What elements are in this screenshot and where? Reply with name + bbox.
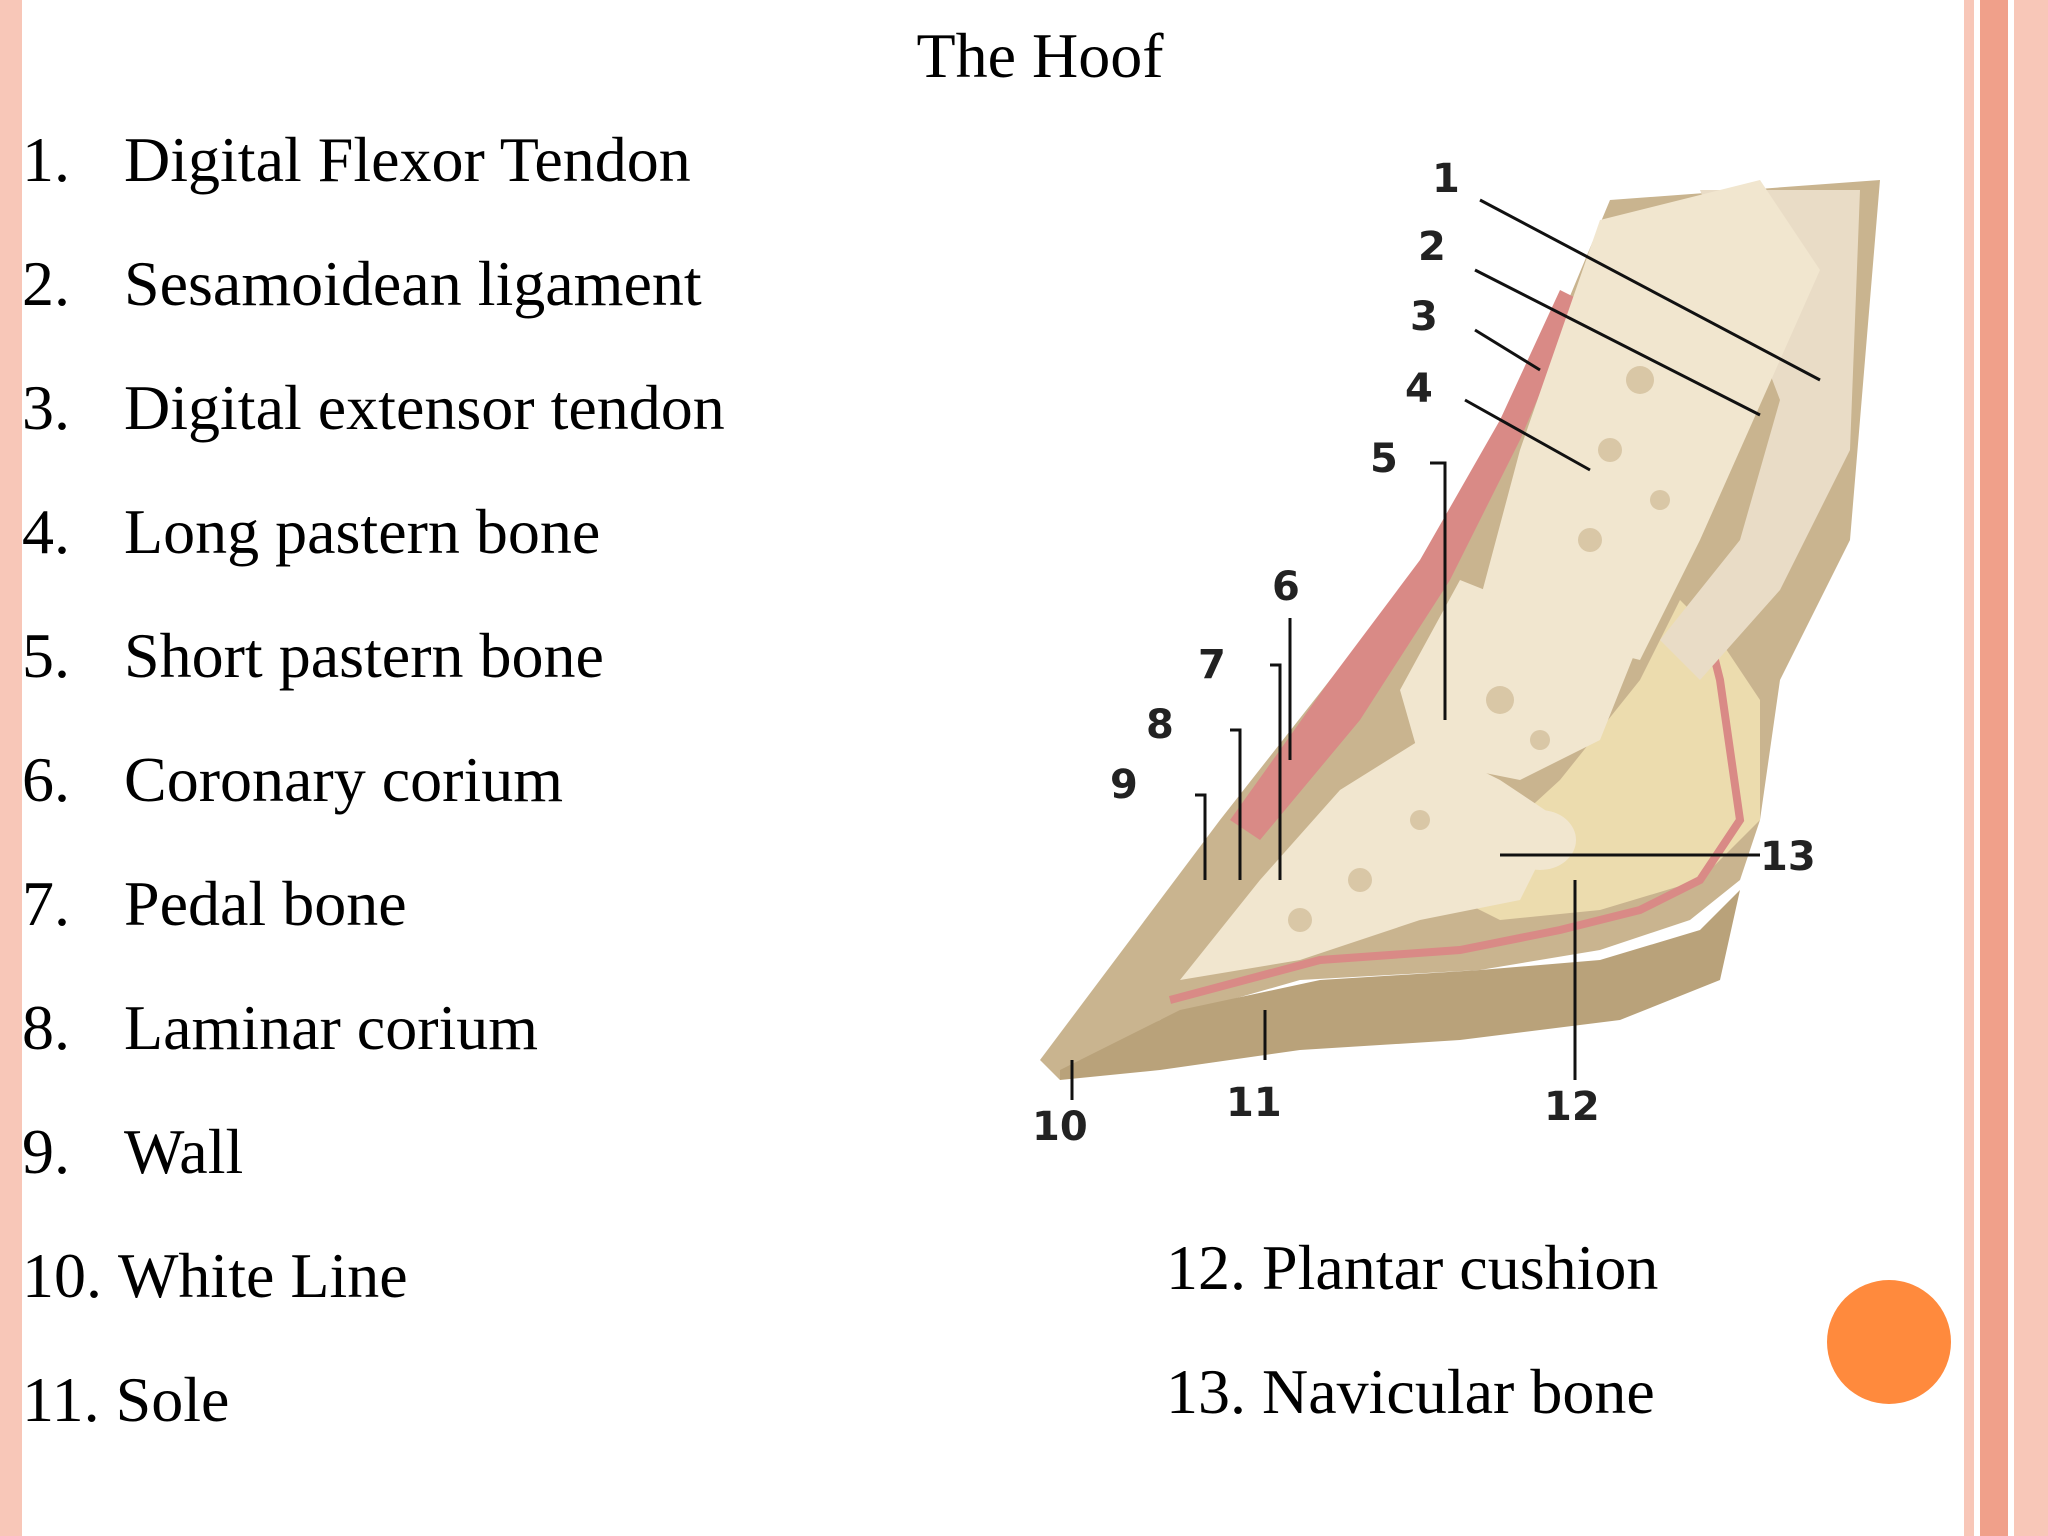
diagram-label-2: 2	[1418, 224, 1446, 270]
border-stripe-gap	[1974, 0, 1980, 1536]
legend-item: 9. Wall	[22, 1116, 243, 1188]
diagram-label-3: 3	[1410, 294, 1438, 340]
legend-item: 8. Laminar corium	[22, 992, 538, 1064]
legend-label: Long pastern bone	[124, 496, 601, 567]
legend-number: 2.	[22, 248, 70, 319]
flexor-tendon	[1660, 190, 1860, 680]
legend-number: 1.	[22, 124, 70, 195]
legend-number: 13.	[1166, 1356, 1246, 1427]
legend-label: Laminar corium	[124, 992, 539, 1063]
legend-item: 12.Plantar cushion	[1166, 1232, 1658, 1304]
sole-corium-line	[1168, 599, 1745, 1004]
legend-item: 7. Pedal bone	[22, 868, 407, 940]
legend-number: 10.	[22, 1240, 102, 1311]
diagram-label-8: 8	[1146, 702, 1174, 748]
legend-item: 11.Sole	[22, 1364, 229, 1436]
decorative-accent-dot	[1827, 1280, 1951, 1404]
legend-number: 9.	[22, 1116, 70, 1187]
legend-label: Pedal bone	[124, 868, 407, 939]
legend-number: 11.	[22, 1364, 100, 1435]
legend-item: 4. Long pastern bone	[22, 496, 600, 568]
pedal-bone	[1180, 740, 1560, 980]
short-pastern-bone	[1400, 580, 1640, 780]
diagram-label-4: 4	[1405, 366, 1433, 412]
legend-number: 12.	[1166, 1232, 1246, 1303]
navicular-bone	[1504, 810, 1576, 870]
legend-number: 6.	[22, 744, 70, 815]
diagram-label-7: 7	[1198, 642, 1226, 688]
legend-label: Wall	[124, 1116, 244, 1187]
slide-title: The Hoof	[916, 20, 1164, 91]
border-stripe-inner	[2014, 0, 2048, 1536]
legend-label: Digital Flexor Tendon	[124, 124, 691, 195]
diagram-label-1: 1	[1432, 156, 1460, 202]
legend-label: Coronary corium	[124, 744, 563, 815]
diagram-label-5: 5	[1370, 436, 1398, 482]
long-pastern-bone	[1480, 180, 1820, 660]
legend-label: Sesamoidean ligament	[124, 248, 702, 319]
legend-item: 1. Digital Flexor Tendon	[22, 124, 691, 196]
legend-number: 7.	[22, 868, 70, 939]
legend-item: 13.Navicular bone	[1166, 1356, 1655, 1428]
border-stripe-outer	[1964, 0, 1974, 1536]
legend-label: Sole	[115, 1364, 230, 1435]
legend-number: 3.	[22, 372, 70, 443]
legend-item: 10.White Line	[22, 1240, 408, 1312]
legend-label: Plantar cushion	[1262, 1232, 1659, 1303]
legend-item: 3. Digital extensor tendon	[22, 372, 725, 444]
diagram-label-11: 11	[1226, 1080, 1282, 1126]
legend-number: 5.	[22, 620, 70, 691]
legend-item: 2. Sesamoidean ligament	[22, 248, 702, 320]
legend-item: 5. Short pastern bone	[22, 620, 604, 692]
sole	[1060, 890, 1740, 1080]
legend-label: Short pastern bone	[124, 620, 604, 691]
border-stripe-middle	[1980, 0, 2008, 1536]
legend-number: 4.	[22, 496, 70, 567]
border-stripe-gap-2	[2008, 0, 2014, 1536]
diagram-label-6: 6	[1272, 564, 1300, 610]
slide-border-left	[0, 0, 22, 1536]
legend-label: White Line	[118, 1240, 408, 1311]
hoof-diagram: 1 2 3 4 5 6 7 8 9 10 11 12 13	[1032, 156, 1880, 1150]
slide-border-right	[1964, 0, 2048, 1536]
coronary-corium	[1230, 290, 1580, 840]
bone-texture	[1288, 366, 1670, 932]
legend-label: Digital extensor tendon	[124, 372, 725, 443]
diagram-label-10: 10	[1032, 1104, 1088, 1150]
diagram-label-12: 12	[1544, 1084, 1600, 1130]
leader-lines	[1070, 198, 1821, 1100]
legend-number: 8.	[22, 992, 70, 1063]
diagram-label-9: 9	[1110, 762, 1138, 808]
legend-label: Navicular bone	[1262, 1356, 1655, 1427]
legend-item: 6. Coronary corium	[22, 744, 563, 816]
diagram-label-13: 13	[1760, 834, 1816, 880]
